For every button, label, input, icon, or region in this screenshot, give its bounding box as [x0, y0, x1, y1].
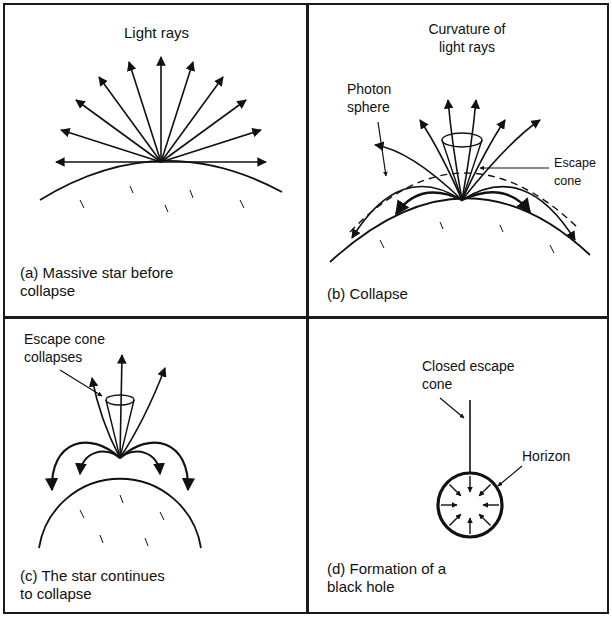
panel-caption: (b) Collapse	[327, 285, 408, 303]
infalling-ray	[483, 504, 499, 505]
star-before-collapse	[40, 57, 282, 212]
star-surface	[39, 479, 201, 548]
light-ray	[161, 161, 266, 163]
hatch-mark	[130, 186, 133, 193]
star-continues-collapse	[39, 355, 201, 548]
light-ray	[99, 77, 161, 162]
light-ray	[161, 130, 261, 162]
illustration-label: Escape cone	[554, 154, 606, 190]
light-ray	[56, 161, 161, 163]
illustration-label: Light rays	[124, 24, 189, 42]
infalling-ray	[479, 485, 490, 496]
hatch-mark	[100, 535, 103, 543]
panel-caption: (a) Massive star before collapse	[20, 264, 190, 300]
hatch-mark	[240, 200, 244, 208]
light-ray	[56, 57, 266, 162]
light-ray	[161, 77, 223, 162]
light-ray	[92, 378, 120, 458]
escape-cone	[106, 395, 134, 405]
hatch-mark	[440, 222, 443, 229]
hatch-mark	[80, 200, 84, 208]
leader-line	[378, 122, 386, 176]
light-ray	[462, 120, 540, 200]
star-surface	[330, 198, 590, 262]
infalling-ray	[450, 485, 461, 496]
leader-line	[60, 370, 102, 396]
light-ray	[160, 57, 162, 162]
diagram-panel: Escape cone collapses (c) The star contin…	[3, 317, 308, 614]
hatch-mark	[145, 538, 148, 546]
collapsing-star	[330, 100, 590, 262]
light-ray	[52, 443, 120, 490]
illustration-label: Horizon	[522, 447, 570, 465]
light-ray	[80, 451, 120, 474]
light-ray	[161, 100, 246, 162]
infalling-ray	[479, 514, 490, 525]
light-ray	[462, 192, 530, 212]
black-hole	[438, 398, 522, 537]
diagram-panel: Light rays (a) Massive star before collap…	[3, 3, 308, 318]
infalling-ray	[441, 504, 457, 505]
hatch-mark	[380, 240, 384, 248]
leader-line	[480, 167, 549, 168]
light-ray	[375, 145, 462, 200]
illustration-label: Curvature of light rays	[417, 20, 517, 56]
infalling-ray	[469, 476, 470, 492]
light-ray	[161, 62, 193, 162]
hatch-mark	[160, 512, 164, 520]
hatch-mark	[120, 495, 123, 503]
light-ray	[462, 120, 505, 200]
hatch-mark	[500, 225, 503, 232]
illustration-label: Photon sphere	[347, 80, 409, 116]
light-ray	[61, 130, 161, 162]
diagram-panel: Closed escape coneHorizon (d) Formation o…	[307, 317, 609, 614]
light-ray	[120, 355, 122, 458]
panel-caption: (c) The star continues to collapse	[20, 567, 170, 603]
light-ray	[52, 355, 188, 490]
light-ray	[462, 187, 575, 240]
event-horizon	[438, 473, 502, 537]
infalling-ray	[450, 514, 461, 525]
surface-hatching	[80, 186, 244, 212]
light-ray	[352, 186, 462, 238]
hatch-mark	[190, 190, 193, 198]
surface-hatching	[380, 222, 554, 253]
light-ray	[120, 443, 188, 490]
panel-caption: (d) Formation of a black hole	[327, 560, 462, 596]
hatch-mark	[165, 205, 168, 212]
light-ray	[129, 62, 161, 162]
leader-line	[440, 398, 464, 418]
closed-escape-cone	[469, 400, 471, 473]
light-ray	[396, 193, 462, 214]
illustration-label: Closed escape cone	[422, 357, 532, 393]
escape-cone	[442, 133, 482, 147]
infalling-ray	[441, 476, 499, 534]
light-ray	[120, 451, 160, 474]
diagram-panel: Curvature of light raysPhoton sphereEsca…	[307, 3, 609, 318]
light-ray	[448, 100, 462, 200]
hatch-mark	[80, 510, 84, 518]
leader-line	[498, 466, 522, 486]
light-ray	[76, 100, 161, 162]
surface-hatching	[80, 495, 164, 546]
hatch-mark	[550, 245, 554, 253]
light-ray	[352, 100, 575, 240]
star-surface	[40, 161, 282, 200]
illustration-label: Escape cone collapses	[24, 330, 124, 366]
infalling-ray	[469, 518, 470, 534]
